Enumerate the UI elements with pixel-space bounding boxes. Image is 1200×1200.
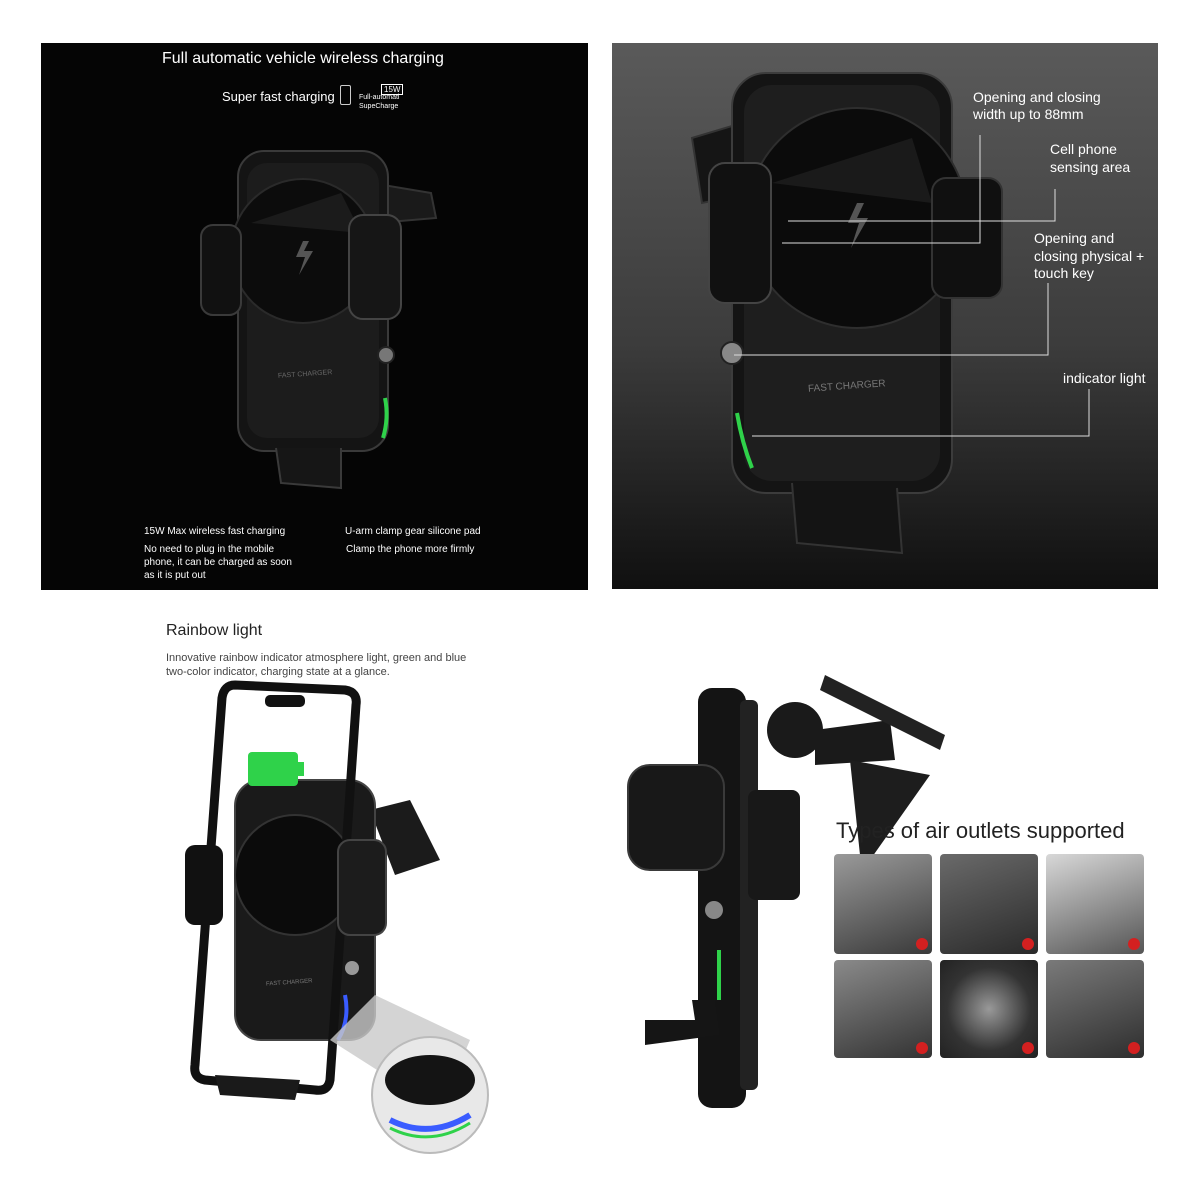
check-icon: [1022, 938, 1034, 950]
feature1-desc-line3: as it is put out: [144, 570, 206, 581]
panel1-title: Full automatic vehicle wireless charging: [162, 50, 444, 67]
outlet-photo-6: [1046, 960, 1144, 1058]
panel-callouts: Opening and closing width up to 88mm Cel…: [612, 43, 1158, 589]
rainbow-desc-line2: two-color indicator, charging state at a…: [166, 666, 390, 678]
rainbow-title: Rainbow light: [166, 622, 263, 639]
callout-key-line3: touch key: [1034, 265, 1094, 281]
charger-front-illustration: [200, 150, 438, 490]
check-icon: [1128, 938, 1140, 950]
outlet-photo-2: [940, 854, 1038, 954]
callout-sensing-line1: Cell phone: [1050, 141, 1117, 157]
callout-key-line1: Opening and: [1034, 230, 1115, 246]
charger-with-phone-illustration: [185, 680, 489, 1154]
feature2-desc: Clamp the phone more firmly: [346, 544, 475, 555]
charger-side-illustration: [627, 675, 945, 1108]
outlet-photo-4: [834, 960, 932, 1058]
badge-watt: 15W: [381, 84, 404, 95]
feature2-title: U-arm clamp gear silicone pad: [345, 526, 481, 537]
badge-line1: Full-automati: [359, 94, 400, 101]
check-icon: [916, 1042, 928, 1054]
air-outlets-title: Types of air outlets supported: [836, 818, 1125, 843]
callout-width-line2: width up to 88mm: [973, 106, 1084, 122]
outlet-photo-5: [940, 960, 1038, 1058]
panel-wireless-charging: Full automatic vehicle wireless charging…: [41, 43, 588, 590]
rainbow-desc-line1: Innovative rainbow indicator atmosphere …: [166, 652, 467, 664]
callout-key-line2: closing physical +: [1034, 248, 1145, 264]
feature1-title: 15W Max wireless fast charging: [144, 526, 286, 537]
callout-sensing-line2: sensing area: [1050, 159, 1131, 175]
badge-line2: SupeCharge: [359, 103, 399, 110]
charger-angled-illustration: [690, 72, 1090, 555]
check-icon: [1128, 1042, 1140, 1054]
feature1-desc-line1: No need to plug in the mobile: [144, 544, 275, 555]
panel-rainbow-light: Rainbow light Innovative rainbow indicat…: [0, 600, 600, 1200]
callout-indicator-light: indicator light: [1063, 370, 1146, 386]
check-icon: [1022, 1042, 1034, 1054]
battery-icon: [340, 85, 351, 105]
badge-label: Super fast charging: [222, 89, 335, 104]
callout-width-line1: Opening and closing: [973, 89, 1101, 105]
outlet-photo-1: [834, 854, 932, 954]
check-icon: [916, 938, 928, 950]
outlet-photo-3: [1046, 854, 1144, 954]
panel-air-outlets: Types of air outlets supported: [600, 600, 1200, 1200]
feature1-desc-line2: phone, it can be charged as soon: [144, 557, 292, 568]
